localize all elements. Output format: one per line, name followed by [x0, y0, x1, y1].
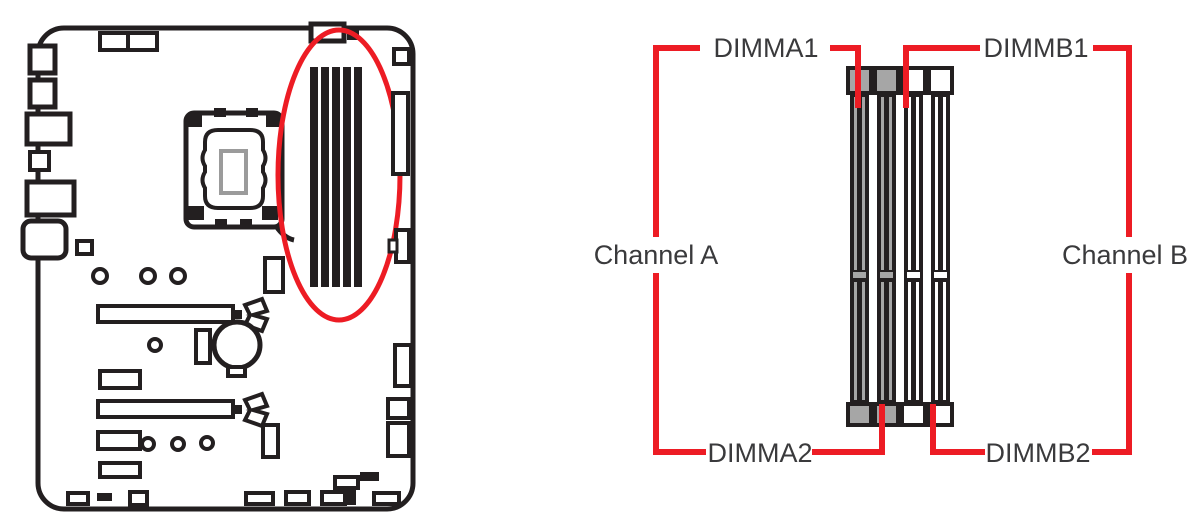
callout-channel-b-bottom — [1092, 273, 1132, 455]
rear-io-ports — [20, 43, 94, 261]
right-edge-connectors — [386, 91, 413, 458]
callout-lines — [653, 45, 1132, 455]
callout-slot-to-dimmb2 — [930, 404, 985, 455]
dimm-slot-b2 — [927, 66, 954, 427]
label-dimma2: DIMMA2 — [707, 438, 812, 468]
label-dimmb1: DIMMB1 — [983, 33, 1088, 63]
motherboard-outline-figure — [20, 21, 416, 512]
dimm-closeup-figure: DIMMA1 DIMMB1 Channel A Channel B DIMMA2… — [594, 33, 1188, 468]
label-channel-a: Channel A — [594, 240, 719, 270]
callout-dimma1-to-slot — [830, 45, 861, 108]
pcie-latch — [233, 391, 270, 429]
callout-channel-a-bottom — [653, 273, 706, 455]
label-dimmb2: DIMMB2 — [985, 438, 1090, 468]
bottom-edge-headers — [66, 472, 401, 507]
label-channel-b: Channel B — [1062, 240, 1188, 270]
label-dimma1: DIMMA1 — [713, 33, 818, 63]
callout-dimma2-to-slot — [812, 404, 885, 455]
socket-center-pad — [219, 149, 248, 195]
cpu-socket — [183, 108, 295, 243]
callout-slot-to-dimmb1 — [903, 45, 980, 108]
misc-connectors — [96, 256, 285, 479]
dimm-slot-a1 — [846, 66, 873, 427]
battery — [211, 319, 263, 378]
dimm-slot-b1 — [900, 66, 927, 427]
callout-channel-b-top — [1093, 45, 1132, 237]
memory-slots-area — [310, 67, 362, 287]
callout-channel-a-top — [653, 45, 700, 237]
expansion-slots — [96, 296, 270, 429]
dimm-slot-a2 — [873, 66, 900, 427]
pcie-latch — [233, 296, 270, 334]
